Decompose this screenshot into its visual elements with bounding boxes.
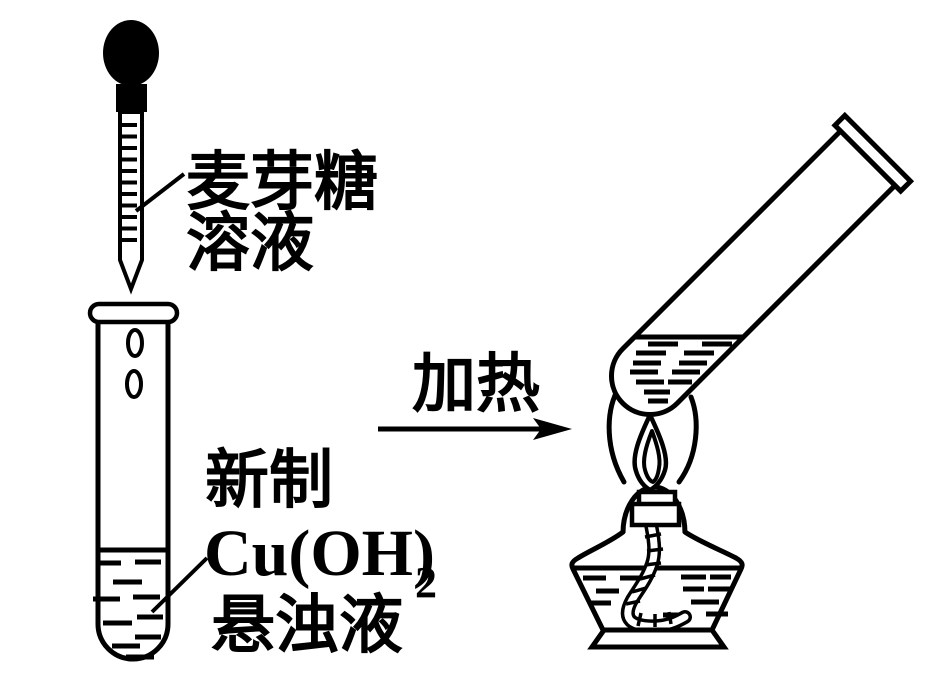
reagent-label-line1: 新制 <box>205 445 333 516</box>
heat-arrow-head <box>533 418 572 440</box>
tilted-tube-rim <box>831 111 915 195</box>
tilted-tube-body <box>609 128 898 417</box>
wick-segment-line <box>646 547 664 553</box>
heat-arrow-label: 加热 <box>412 349 540 420</box>
flame-outer-right <box>676 394 699 485</box>
dropper <box>103 20 159 295</box>
tilted-tube-liquid <box>630 334 743 404</box>
falling-drop <box>126 328 144 358</box>
suspension-dashes <box>93 559 163 660</box>
wick-segment-line <box>644 532 662 539</box>
lamp-wick-core <box>624 516 689 630</box>
wick-segment-line <box>639 573 656 581</box>
dropper-label-line1: 麦芽糖 <box>186 147 378 218</box>
wick-segment-line <box>667 611 673 625</box>
reagent-label-formula-subscript: 2 <box>415 558 437 607</box>
wick-segment-line <box>631 586 647 594</box>
lamp-base <box>587 627 729 650</box>
test-tube <box>87 301 180 662</box>
wick-segment-line <box>625 599 641 606</box>
reagent-label-line3: 悬浊液 <box>211 590 403 661</box>
dropper-label-leader-line <box>134 172 186 213</box>
lamp-wick-segments <box>625 532 673 627</box>
reagent-label-formula: Cu(OH) <box>204 517 435 590</box>
tilted-test-tube <box>609 111 915 417</box>
flame <box>606 388 699 493</box>
test-tube-rim <box>87 301 180 325</box>
lamp-body-left <box>569 529 626 633</box>
dropper-scale <box>122 123 137 242</box>
flame-inner <box>641 429 662 484</box>
heat-arrow: 加热 <box>378 349 572 440</box>
reagent-label-leader-line <box>150 556 209 614</box>
lamp-fuel-dashes <box>583 574 733 618</box>
flame-outer-left <box>606 388 627 485</box>
wick-segment-line <box>644 561 662 567</box>
dropper-bulb <box>103 20 159 86</box>
dropper-neck <box>116 84 147 112</box>
dropper-tube <box>118 110 144 295</box>
tilted-liquid-dashes <box>630 341 732 404</box>
alcohol-lamp <box>569 484 745 650</box>
lamp-collar <box>629 501 682 528</box>
dropper-label-line2: 溶液 <box>186 208 314 279</box>
falling-drop <box>125 369 143 399</box>
wick-segment-line <box>636 612 643 627</box>
